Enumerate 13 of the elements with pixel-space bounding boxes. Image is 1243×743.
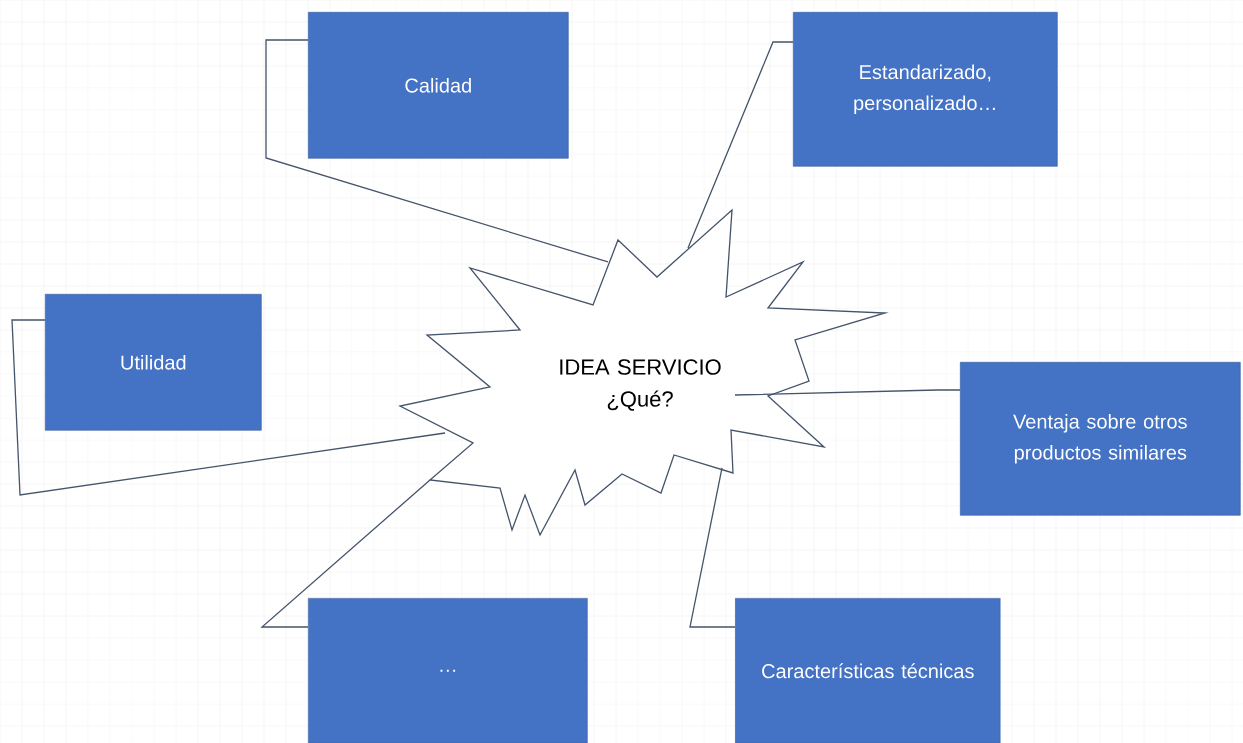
text-box: Estandarizado, personalizado… [793, 12, 1058, 167]
text-box: Características técnicas [735, 598, 1001, 743]
leader-line [689, 467, 736, 628]
text-box: Utilidad [45, 294, 262, 431]
text-box: … [308, 598, 588, 743]
leader-line [11, 319, 446, 496]
starburst: IDEA SERVICIO ¿Qué? [398, 208, 889, 537]
leader-line [260, 479, 431, 628]
text-box: Calidad [308, 12, 569, 159]
leader-line [265, 39, 609, 263]
text-box: Ventaja sobre otros productos similares [960, 362, 1241, 516]
leader-line [687, 41, 794, 249]
leader-line [734, 389, 961, 396]
